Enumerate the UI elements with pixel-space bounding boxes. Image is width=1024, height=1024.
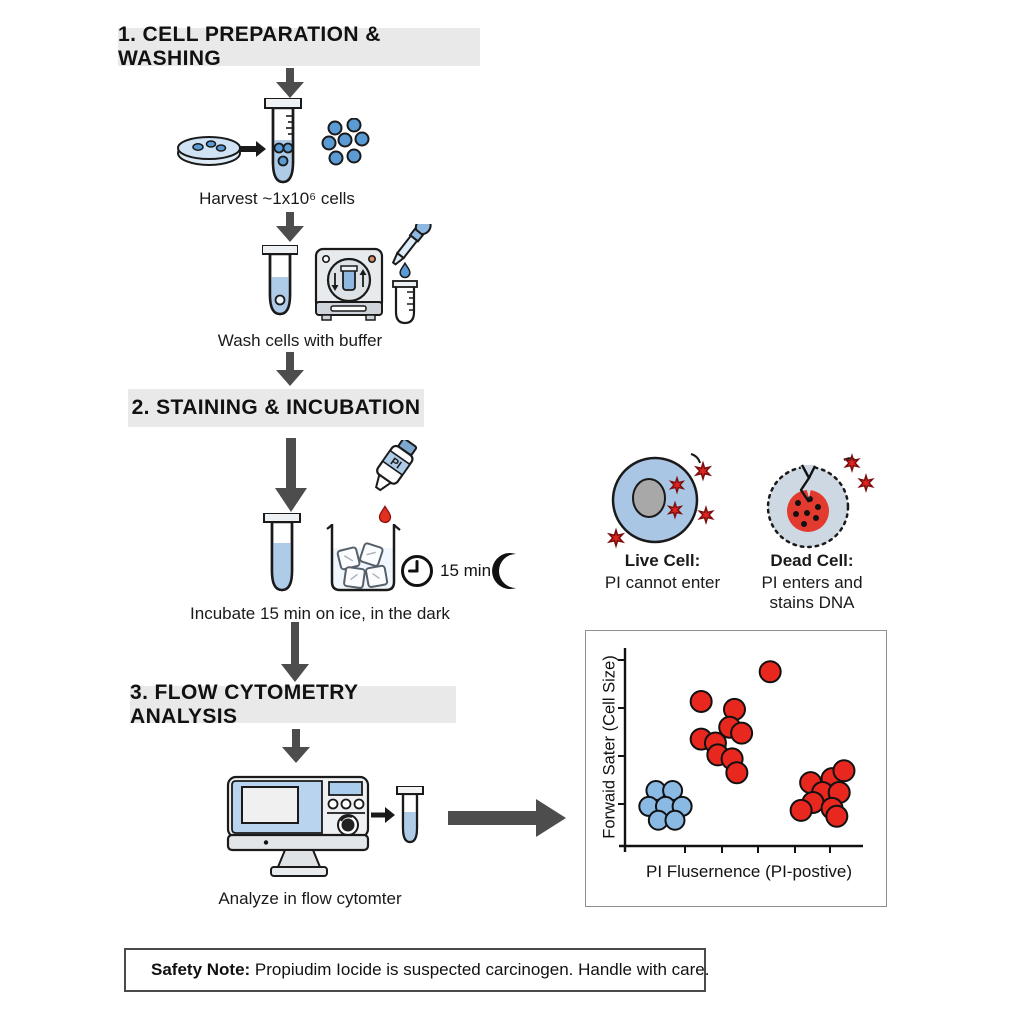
arrow-down-large-icon [275,438,307,512]
step3-title: 3. FLOW CYTOMETRY ANALYSIS [130,680,359,728]
arrow-down-icon [276,212,304,242]
safety-note-prefix: Safety Note: [151,960,251,979]
ice-beaker-icon [326,524,401,592]
centrifuge-icon [314,247,384,321]
scatter-point-dead-cells [725,761,749,785]
scatter-point-dead-cells [730,721,754,745]
arrow-down-icon [276,68,304,98]
arrow-down-icon [282,729,310,763]
step3-header: 3. FLOW CYTOMETRY ANALYSIS [130,681,456,728]
dropper-icon [391,224,432,325]
scatter-point-live-cells [664,809,686,831]
dead-cell-description-line1: PI enters and [761,573,863,592]
harvest-caption: Harvest ~1x10⁶ cells [199,189,355,208]
live-cell-description: PI cannot enter [604,573,721,592]
arrow-right-large-icon [448,799,566,837]
wash-caption: Wash cells with buffer [217,331,383,350]
arrow-down-icon [281,622,309,682]
scatter-point-dead-cells [789,798,813,822]
clock-icon [401,555,433,587]
step1-header: 1. CELL PREPARATION & WASHING [118,23,480,70]
arrow-down-icon [276,352,304,386]
moon-icon [492,553,516,589]
scatter-plot-svg [618,648,863,853]
analyze-caption: Analyze in flow cytomter [218,889,402,908]
dead-cell-title: Dead Cell: [770,551,854,570]
sample-tube-icon [396,786,424,844]
step2-title: 2. STAINING & INCUBATION [131,396,421,419]
scatter-y-axis-label: Forwaid Sater (Cell Size) [600,655,619,839]
live-cell-icon [608,453,714,547]
safety-note-body: Propiudim Iocide is suspected carcinogen… [254,960,710,979]
dead-cell-description-line2: stains DNA [769,593,855,612]
pi-bottle-icon: PI [374,440,418,524]
arrow-right-icon [240,141,266,157]
step2-header: 2. STAINING & INCUBATION [128,389,424,427]
scatter-point-dead-cells [832,759,856,783]
arrow-right-icon [371,807,395,823]
scatter-x-axis-label: PI Flusernence (PI-postive) [646,862,852,881]
step1-title: 1. CELL PREPARATION & WASHING [118,23,381,70]
flow-cytometer-icon [226,775,370,877]
scatter-point-dead-cells [689,689,713,713]
scatter-point-dead-cells [758,660,782,684]
live-cell-title: Live Cell: [624,551,701,570]
test-tube-icon [264,98,302,184]
petri-dish-icon [177,136,241,166]
wash-tube-icon [262,245,298,316]
staining-tube-icon [263,513,301,592]
timer-label: 15 min [440,561,492,580]
safety-note-text: Safety Note: Propiudim Iocide is suspect… [151,960,709,980]
scatter-point-dead-cells [825,804,849,828]
dead-cell-icon [766,454,874,549]
incubate-caption: Incubate 15 min on ice, in the dark [190,604,450,623]
safety-note-box: Safety Note: Propiudim Iocide is suspect… [124,948,709,992]
cell-cluster-icon [321,118,370,166]
